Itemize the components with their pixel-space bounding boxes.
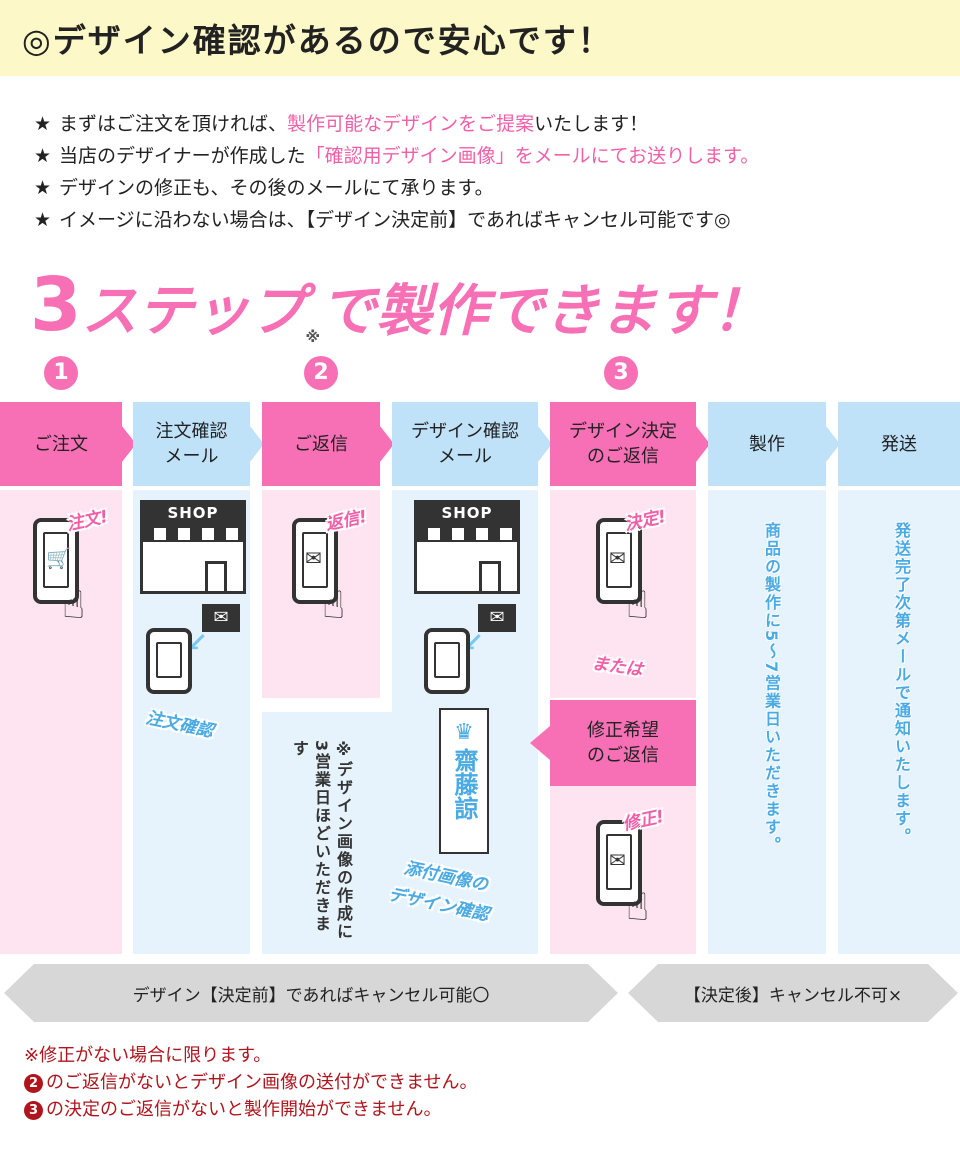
star-icon: ★ — [34, 145, 52, 167]
note-highlight: 「確認用デザイン画像」をメールにてお送りします。 — [305, 145, 760, 167]
step-badge-2: 2 — [304, 356, 338, 390]
column-header-production: 製作 — [708, 402, 826, 486]
footnote-text: のご返信がないとデザイン画像の送付ができません。 — [46, 1072, 478, 1093]
column-header-order-confirm: 注文確認 メール — [133, 402, 250, 486]
crown-icon: ♛ — [454, 720, 474, 745]
note-line: ★ まずはご注文を頂ければ、製作可能なデザインをご提案いたします！ — [34, 112, 934, 144]
cancel-after-bar: 【決定後】キャンセル不可× — [628, 964, 958, 1022]
arrow-right-icon — [122, 426, 136, 462]
step-badge-3: 3 — [604, 356, 638, 390]
envelope-icon: ✉ — [305, 546, 322, 570]
star-icon: ★ — [34, 177, 52, 199]
pointing-hand-icon: ☝ — [626, 583, 650, 627]
shop-icon: SHOP — [140, 500, 246, 594]
name-seal-image: ♛ 齋藤諒 — [439, 708, 489, 854]
smartphone-icon: ✉ — [596, 820, 642, 906]
headline-text: ステップ — [81, 279, 306, 344]
star-icon: ★ — [34, 113, 52, 135]
page-title: ◎デザイン確認があるので安心です！ — [22, 21, 613, 60]
footnote-line: ※修正がない場合に限ります。 — [24, 1042, 477, 1069]
smartphone-icon: ✉ — [292, 518, 338, 604]
step-number-badge: 3 — [24, 1101, 43, 1120]
arrow-right-icon — [538, 426, 552, 462]
column-header-reply: ご返信 — [262, 402, 380, 486]
smartphone-icon — [146, 628, 192, 694]
note-text: いたします！ — [534, 113, 649, 135]
arrow-right-icon — [696, 426, 710, 462]
arrow-left-icon — [530, 726, 550, 760]
column-header-design-confirm: デザイン確認 メール — [392, 402, 538, 486]
cancel-before-bar: デザイン【決定前】であればキャンセル可能〇 — [4, 964, 618, 1022]
arrow-right-icon — [250, 426, 264, 462]
steps-headline: 3ステップ※で製作できます！ — [30, 262, 768, 348]
note-text: まずはご注文を頂ければ、 — [59, 113, 288, 135]
column-body-shipping — [838, 490, 960, 954]
arrow-right-icon — [826, 426, 840, 462]
column-body-reply-note — [262, 712, 538, 954]
envelope-icon: ✉ — [202, 604, 240, 632]
seal-name: 齋藤諒 — [450, 748, 478, 820]
note-text: イメージに沿わない場合は、【デザイン決定前】であればキャンセル可能です◎ — [59, 209, 731, 231]
step-badge-1: 1 — [44, 356, 78, 390]
production-vertical: 商品の製作に5～7営業日いただきます。 — [762, 522, 781, 855]
smartphone-icon: ✉ — [596, 518, 642, 604]
shop-sign: SHOP — [414, 500, 520, 526]
headline-text: で製作できます！ — [320, 279, 769, 344]
note-line: ★ イメージに沿わない場合は、【デザイン決定前】であればキャンセル可能です◎ — [34, 208, 934, 240]
pointing-hand-icon: ☝ — [626, 885, 650, 929]
pointing-hand-icon: ☝ — [322, 583, 346, 627]
column-header-shipping: 発送 — [838, 402, 960, 486]
star-icon: ★ — [34, 209, 52, 231]
shop-icon: SHOP — [414, 500, 520, 594]
note-line: ★ デザインの修正も、その後のメールにて承ります。 — [34, 176, 934, 208]
note-text: デザインの修正も、その後のメールにて承ります。 — [59, 177, 494, 199]
header-band: ◎デザイン確認があるので安心です！ — [0, 0, 960, 76]
note-text: 当店のデザイナーが作成した — [59, 145, 306, 167]
notes-list: ★ まずはご注文を頂ければ、製作可能なデザインをご提案いたします！ ★ 当店のデザイ… — [34, 112, 934, 240]
arrow-right-icon — [380, 426, 394, 462]
envelope-icon: ✉ — [478, 604, 516, 632]
smartphone-icon: 🛒 — [33, 518, 79, 604]
column-header-order: ご注文 — [0, 402, 122, 486]
note-line: ★ 当店のデザイナーが作成した「確認用デザイン画像」をメールにてお送りします。 — [34, 144, 934, 176]
envelope-icon: ✉ — [609, 546, 626, 570]
headline-number: 3 — [30, 262, 82, 348]
headline-footnote-mark: ※ — [305, 328, 321, 346]
shop-sign: SHOP — [140, 500, 246, 526]
column-header-design-decision: デザイン決定 のご返信 — [550, 402, 696, 486]
envelope-icon: ✉ — [609, 848, 626, 872]
smartphone-icon — [424, 628, 470, 694]
cart-icon: 🛒 — [46, 546, 71, 570]
step-number-badge: 2 — [24, 1074, 43, 1093]
reply-note-vertical: ※デザイン画像の作成に3営業日ほどいただきます — [290, 740, 353, 941]
footnote-text: の決定のご返信がないと製作開始ができません。 — [46, 1099, 442, 1120]
revise-request-box: 修正希望 のご返信 — [550, 700, 696, 786]
pointing-hand-icon: ☝ — [62, 583, 86, 627]
column-body-production — [708, 490, 826, 954]
note-highlight: 製作可能なデザインをご提案 — [287, 113, 535, 135]
footnote-text: ※修正がない場合に限ります。 — [24, 1045, 272, 1066]
shipping-vertical: 発送完了次第メールで通知いたします。 — [892, 522, 911, 846]
